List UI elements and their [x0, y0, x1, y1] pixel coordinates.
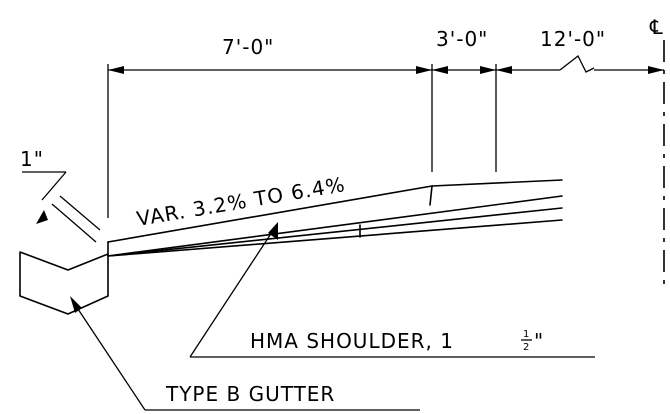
gutter-leader [70, 296, 420, 411]
slope-label: VAR. 3.2% TO 6.4% [135, 172, 347, 231]
dimension-7ft: 7'-0" [222, 35, 274, 59]
gutter-label: TYPE B GUTTER [165, 382, 335, 406]
shoulder-inch-mark: " [534, 329, 544, 353]
arrowhead [480, 66, 496, 74]
arrowhead-left [108, 66, 124, 74]
thickness-label: 1" [20, 147, 44, 171]
shoulder-label: HMA SHOULDER, 1 [250, 329, 454, 353]
arrowhead [416, 66, 432, 74]
dimension-12ft: 12'-0" [540, 27, 606, 51]
arrowhead [432, 66, 448, 74]
shoulder-leader [189, 222, 595, 358]
arrowhead-right [648, 66, 664, 74]
shoulder-fraction-numerator: 1 [523, 329, 530, 340]
centerline-symbol: ℄ [649, 15, 664, 39]
type-b-gutter [19, 251, 109, 315]
dimension-line [108, 55, 664, 74]
arrowhead [496, 66, 512, 74]
shoulder-fraction-denominator: 2 [523, 342, 530, 353]
dimension-3ft: 3'-0" [436, 27, 488, 51]
extension-lines [107, 64, 497, 218]
thickness-callout [22, 171, 101, 243]
pavement-section [107, 179, 563, 257]
